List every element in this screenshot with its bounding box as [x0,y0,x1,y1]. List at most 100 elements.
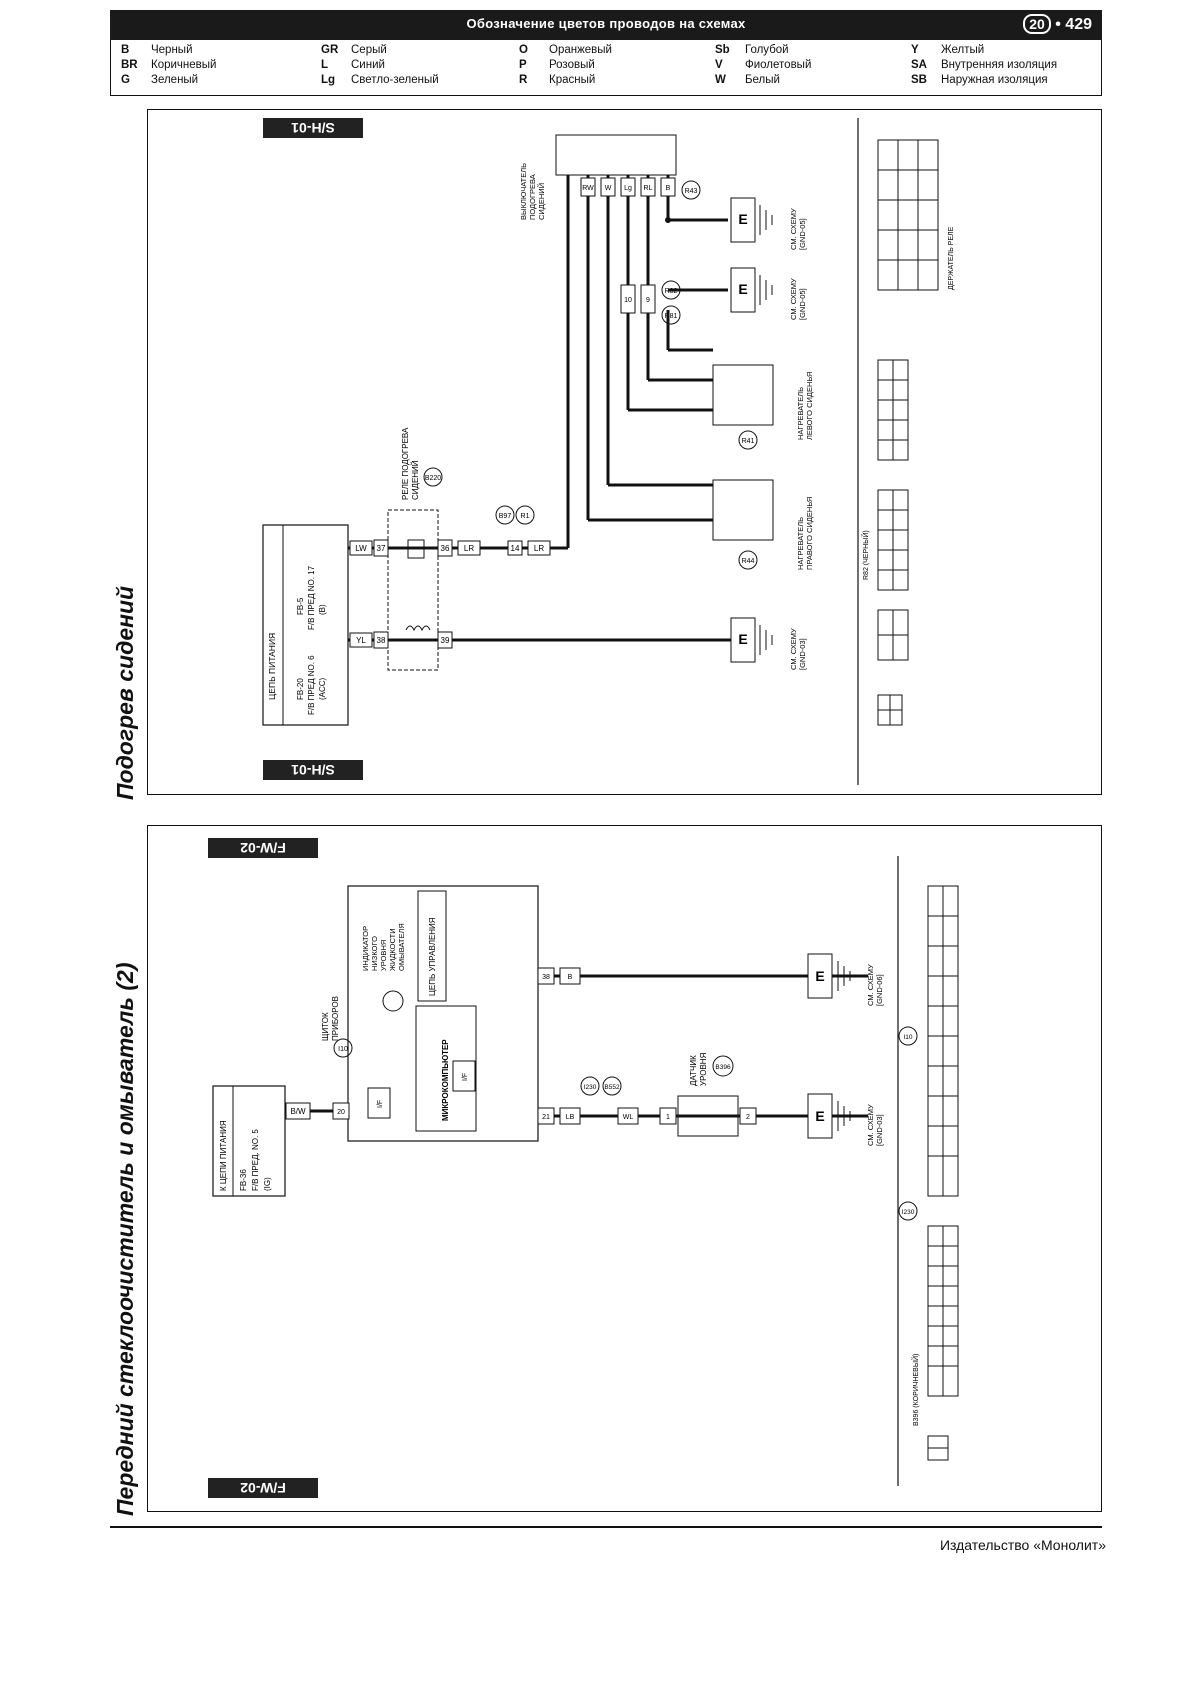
connector-face [927,1225,959,1397]
tag-box [263,118,363,138]
ground-symbol [807,1093,851,1139]
ground-symbol-letter: E [815,1108,824,1124]
pin-label: 9 [646,297,650,304]
connector-code: R1 [521,513,530,520]
power-feed-box [212,1085,286,1197]
fuse-label: FB-36 [239,1169,248,1191]
relay-holder-label: ДЕРЖАТЕЛЬ РЕЛЕ [948,226,955,290]
pin-label: 20 [337,1109,345,1116]
connector-code: B552 [604,1084,620,1091]
wire-label: LW [355,544,367,553]
connector-code: I10 [903,1034,912,1041]
wiper-washer-diagram: F/W-02 F/W-02 К ЦЕПИ ПИТАНИЯ FB-36 F/B П… [147,825,1102,1512]
wire-label: B [666,185,671,192]
left-heater-title: НАГРЕВАТЕЛЬ [796,387,805,440]
connector-code: B97 [499,513,512,520]
ground-symbol [730,197,773,243]
microcomputer-label: МИКРОКОМПЬЮТЕР [441,1039,450,1121]
sensor-code: B396 [715,1064,731,1071]
cluster-code: I10 [338,1046,348,1053]
section-title-wiper-washer: Передний стеклоочиститель и омыватель (2… [112,962,138,1516]
connector-face [877,359,909,461]
seat-heater-relay [387,509,439,671]
ground-symbol [730,267,773,313]
connector-code: I230 [584,1084,597,1091]
wire-label: B [568,974,573,981]
warning-lamp-icon [382,990,404,1012]
wire-label: RW [582,185,594,192]
fuse-fb5-desc: F/B ПРЕД NO. 17 [307,565,316,630]
sheet-tag: F/W-02 [240,840,286,856]
ground-ref-code: [GND-05] [798,218,807,250]
ground-symbol-letter: E [738,281,747,297]
ground-ref: СМ. СХЕМУ [789,628,798,670]
control-circuit [417,890,447,1002]
fuse-fb20: FB-20 [296,678,305,700]
right-seat-heater [712,479,774,541]
wire-label: RL [644,185,653,192]
indicator-label: ИНДИКАТОР [361,926,370,971]
pin-label: 2 [746,1114,750,1121]
connector-face [927,885,959,1197]
ground-ref-code: [GND-03] [875,1114,884,1146]
cluster-title-2: ПРИБОРОВ [331,996,340,1041]
wire-label: B/W [290,1107,306,1116]
pin-label: 1 [666,1114,670,1121]
fuse-desc: F/B ПРЕД. NO. 5 [251,1129,260,1191]
connector-code: I230 [902,1209,915,1216]
pin-label: 38 [377,636,386,645]
ground-ref: СМ. СХЕМУ [789,208,798,250]
tag-box [263,760,363,780]
fuse-fb20-acc: (ACC) [318,677,327,700]
relay-title: РЕЛЕ ПОДОГРЕВА [401,427,410,500]
relay-contact [407,539,425,559]
indicator-label-2: НИЗКОГО [370,936,379,971]
fuse-fb5: FB-5 [296,597,305,615]
ground-ref-code: [GND-03] [798,638,807,670]
pin-label: 21 [542,1114,550,1121]
sheet-tag: F/W-02 [240,1480,286,1496]
right-heater-title-2: ПРАВОГО СИДЕНЬЯ [805,497,814,570]
pin-label: 36 [441,544,450,553]
header-bar: Обозначение цветов проводов на схемах 20… [110,10,1102,40]
footer-rule [110,1526,1102,1528]
seat-heating-diagram: S/H-01 S/H-01 ЦЕПЬ ПИТАНИЯ FB-20 F/B ПРЕ… [147,109,1102,795]
washer-level-sensor [677,1095,739,1137]
page-label: • 429 [1055,16,1092,33]
power-title: К ЦЕПИ ПИТАНИЯ [219,1120,228,1191]
connector-face [877,609,909,661]
pin-label: 14 [511,544,520,553]
wire-label: YL [356,636,366,645]
wire-label: W [605,185,612,192]
wire-label: WL [623,1114,634,1121]
instrument-cluster [347,885,539,1142]
ground-symbol [807,953,851,999]
brown-connector-label: B396 (КОРИЧНЕВЫЙ) [911,1354,920,1426]
indicator-label-3: УРОВНЯ [379,940,388,971]
pin-label: 38 [542,974,550,981]
tag-box [208,838,318,858]
indicator-label-4: ЖИДКОСТИ [388,928,397,971]
connector-face [927,1435,949,1461]
wire-label: LR [464,544,474,553]
pin-label: 10 [624,297,632,304]
connector-code: R44 [742,558,755,565]
connector-code: R41 [742,438,755,445]
wire-label: LB [566,1114,575,1121]
